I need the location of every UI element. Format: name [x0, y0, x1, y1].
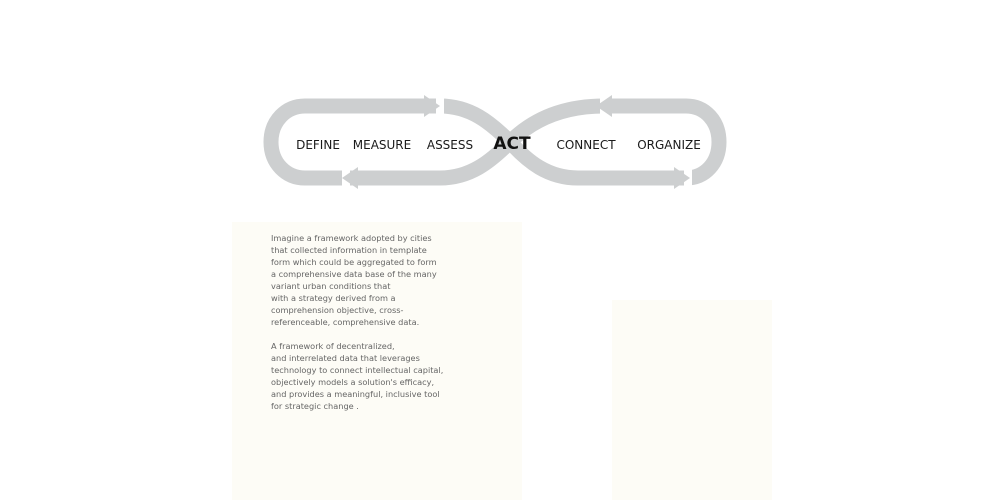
stage-act: ACT [493, 134, 531, 154]
stage-connect: CONNECT [556, 138, 616, 152]
arrow-right-icon [674, 167, 690, 189]
crossing-path-a [439, 98, 516, 148]
crossing-path-b [504, 98, 605, 148]
left-loop-path [263, 98, 516, 186]
background-panel-right [612, 300, 772, 500]
description-paragraph-1: Imagine a framework adopted by cities th… [271, 233, 437, 327]
arrow-right-icon [424, 95, 440, 117]
arrow-heads [342, 95, 690, 189]
stage-measure: MEASURE [353, 138, 411, 152]
stage-define: DEFINE [296, 138, 340, 152]
description-paragraph-2: A framework of decentralized, and interr… [271, 341, 444, 411]
arrow-left-icon [596, 95, 612, 117]
infinity-loop [263, 98, 727, 186]
stage-organize: ORGANIZE [637, 138, 701, 152]
stage-assess: ASSESS [427, 138, 473, 152]
right-loop-path [504, 98, 727, 186]
description-text: Imagine a framework adopted by cities th… [271, 232, 461, 424]
background-panel-left [232, 222, 522, 500]
arrow-left-icon [342, 167, 358, 189]
